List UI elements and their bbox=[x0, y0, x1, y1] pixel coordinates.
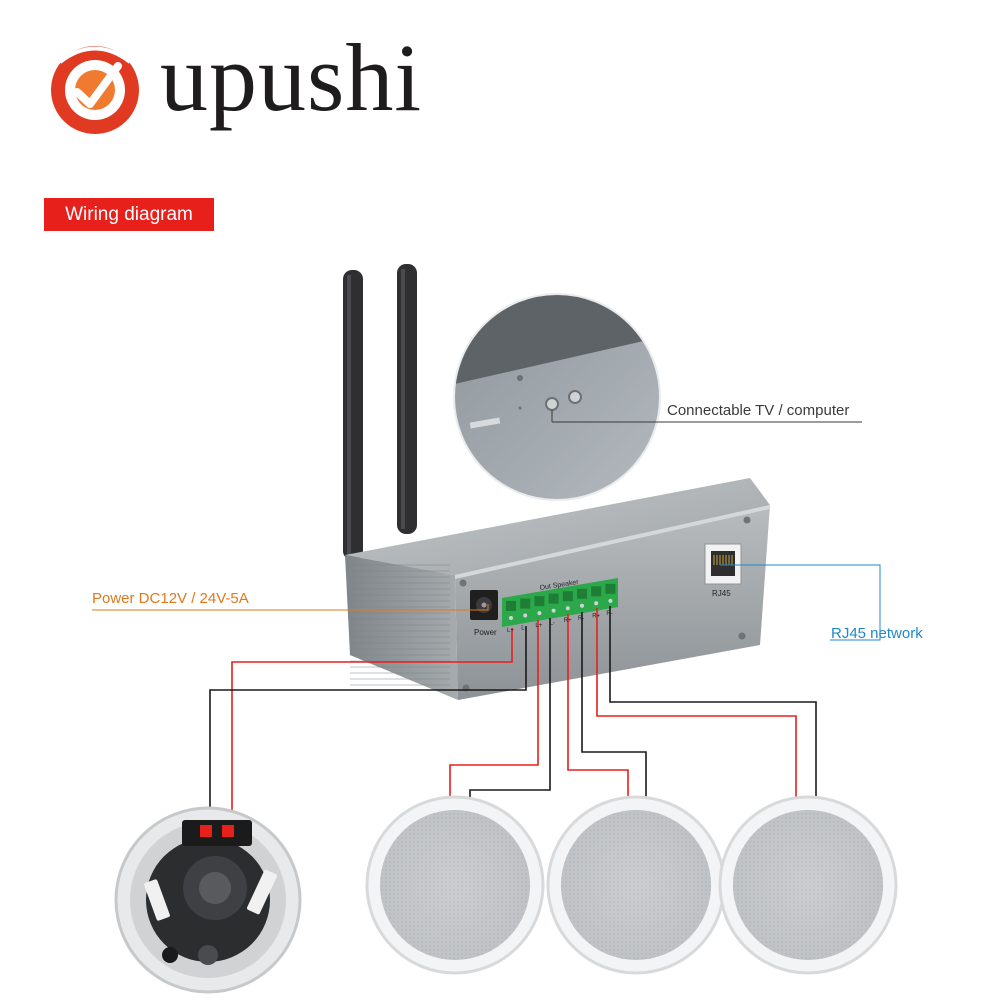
brand-name: upushi bbox=[160, 24, 423, 131]
power-port bbox=[470, 590, 498, 620]
callout-rj45-network: RJ45 network bbox=[831, 625, 923, 642]
terminal-screw bbox=[551, 608, 556, 613]
terminal-pin bbox=[591, 586, 602, 597]
speaker-wires bbox=[209, 606, 817, 830]
terminal-screw bbox=[594, 601, 599, 606]
ceiling-speaker-front bbox=[718, 795, 898, 975]
terminal-pin-label: L- bbox=[521, 626, 526, 632]
terminal-screw bbox=[509, 616, 513, 620]
terminal-pin bbox=[506, 601, 516, 611]
terminal-screw bbox=[523, 613, 528, 618]
callout-power: Power DC12V / 24V-5A bbox=[92, 590, 249, 607]
rj45-port-label: RJ45 bbox=[712, 589, 731, 598]
terminal-screw bbox=[608, 598, 613, 603]
rear-panel-zoom bbox=[454, 294, 660, 500]
terminal-pin-label: R+ bbox=[564, 618, 572, 624]
terminal-pin-label: L+ bbox=[535, 623, 542, 629]
terminal-pin bbox=[577, 588, 587, 599]
terminal-pin-label: L+ bbox=[507, 628, 514, 634]
terminal-pin bbox=[520, 598, 531, 609]
section-title: Wiring diagram bbox=[44, 198, 214, 231]
antenna-icon bbox=[397, 264, 417, 534]
terminal-screw bbox=[565, 606, 570, 611]
ceiling-speaker-front bbox=[546, 795, 726, 975]
ceiling-speaker-front bbox=[365, 795, 545, 975]
terminal-screw bbox=[537, 611, 542, 616]
terminal-pin-label: R- bbox=[578, 616, 584, 622]
speaker-terminal-block bbox=[502, 578, 618, 627]
ceiling-speaker-back bbox=[114, 806, 302, 994]
rj45-port bbox=[704, 543, 742, 585]
callout-tv-computer: Connectable TV / computer bbox=[667, 402, 850, 419]
power-port-label: Power bbox=[474, 628, 497, 637]
terminal-pin-label: R+ bbox=[592, 613, 600, 619]
terminal-pin bbox=[605, 583, 616, 594]
terminal-pin-label: L- bbox=[550, 621, 555, 627]
antenna-icon bbox=[343, 270, 363, 560]
terminal-screw bbox=[580, 603, 584, 608]
brand-logo-icon bbox=[51, 46, 139, 134]
terminal-pin bbox=[562, 591, 573, 602]
terminal-pin-label: R- bbox=[606, 611, 612, 617]
terminal-pin bbox=[548, 593, 559, 604]
terminal-pin bbox=[534, 596, 545, 607]
